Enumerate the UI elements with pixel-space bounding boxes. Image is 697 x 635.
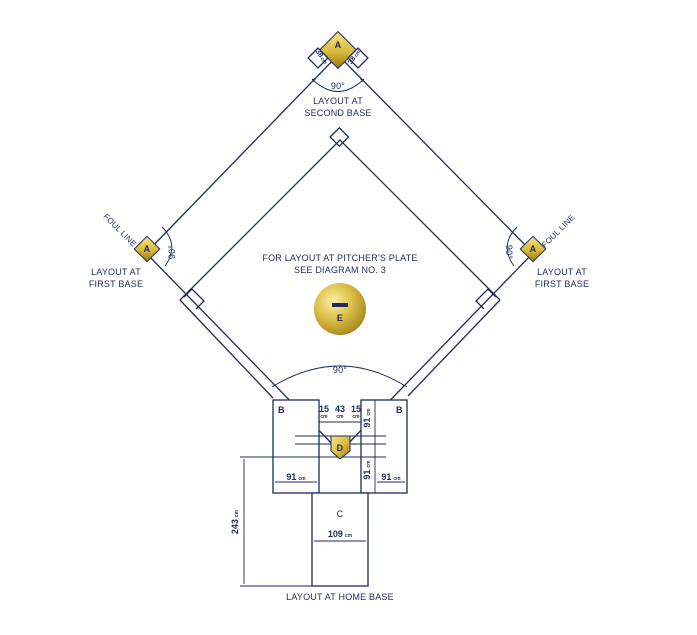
dim-38-right: 38cm [347,48,362,66]
angle-left: 90° [167,245,177,259]
pitcher-note-2: SEE DIAGRAM NO. 3 [294,265,386,275]
home-plate-letter: D [337,443,344,453]
pitcher-note-1: FOR LAYOUT AT PITCHER'S PLATE [262,253,417,263]
inner-diamond-left [179,299,274,399]
label-first-left-2: FIRST BASE [89,279,143,289]
first-base-right-square [519,235,547,263]
area-b-right: B [396,405,403,415]
pitcher-mound [314,283,366,335]
area-b-left: B [278,405,285,415]
dim-91-right-upper: 91cm [362,408,372,428]
first-base-left-letter: A [144,244,151,254]
dim-91-right-lower: 91cm [362,460,372,480]
pitcher-plate [332,303,348,307]
inner-diamond-top [179,139,501,301]
angle-arc-left [161,226,173,267]
area-c: C [337,509,344,519]
dim-15-right-unit: cm [352,414,360,420]
angle-arc-home [271,365,408,388]
label-second-2: SECOND BASE [304,108,371,118]
dim-15-right: 15 [351,404,361,414]
first-base-left-square [133,235,161,263]
dim-38-left: 38cm [314,49,329,67]
inner-diamond-right [407,299,501,397]
dim-15-left-unit: cm [320,414,328,420]
angle-home: 90° [333,365,347,375]
label-first-right-1: LAYOUT AT [537,267,587,277]
second-base-box-left [307,47,329,69]
label-first-left-1: LAYOUT AT [91,267,141,277]
dim-243: 243cm [230,509,240,534]
second-base-box-right [347,47,369,69]
label-home: LAYOUT AT HOME BASE [286,592,394,602]
angle-right: 90° [504,245,514,259]
angle-top: 90° [331,81,345,91]
second-base-square [318,30,358,70]
angle-arc-right [506,226,518,267]
foul-line-right-label: FOUL LINE [540,213,577,250]
label-first-right-2: FIRST BASE [535,279,589,289]
dim-43-unit: cm [336,414,344,420]
first-base-right-letter: A [530,244,537,254]
angle-arc-top [311,78,365,92]
catcher-box [311,492,369,587]
pitcher-letter: E [337,313,343,323]
batter-box-left [272,399,320,494]
dim-15-left: 15 [319,404,329,414]
batter-box-right [360,399,408,494]
dim-43: 43 [335,404,345,414]
home-plate [330,435,351,460]
label-second-1: LAYOUT AT [313,96,363,106]
second-base-marker [329,126,350,148]
foul-line-left-label: FOUL LINE [101,212,138,249]
corner-square-left [183,288,205,310]
second-base-letter: A [335,40,342,50]
corner-square-right [475,288,497,310]
